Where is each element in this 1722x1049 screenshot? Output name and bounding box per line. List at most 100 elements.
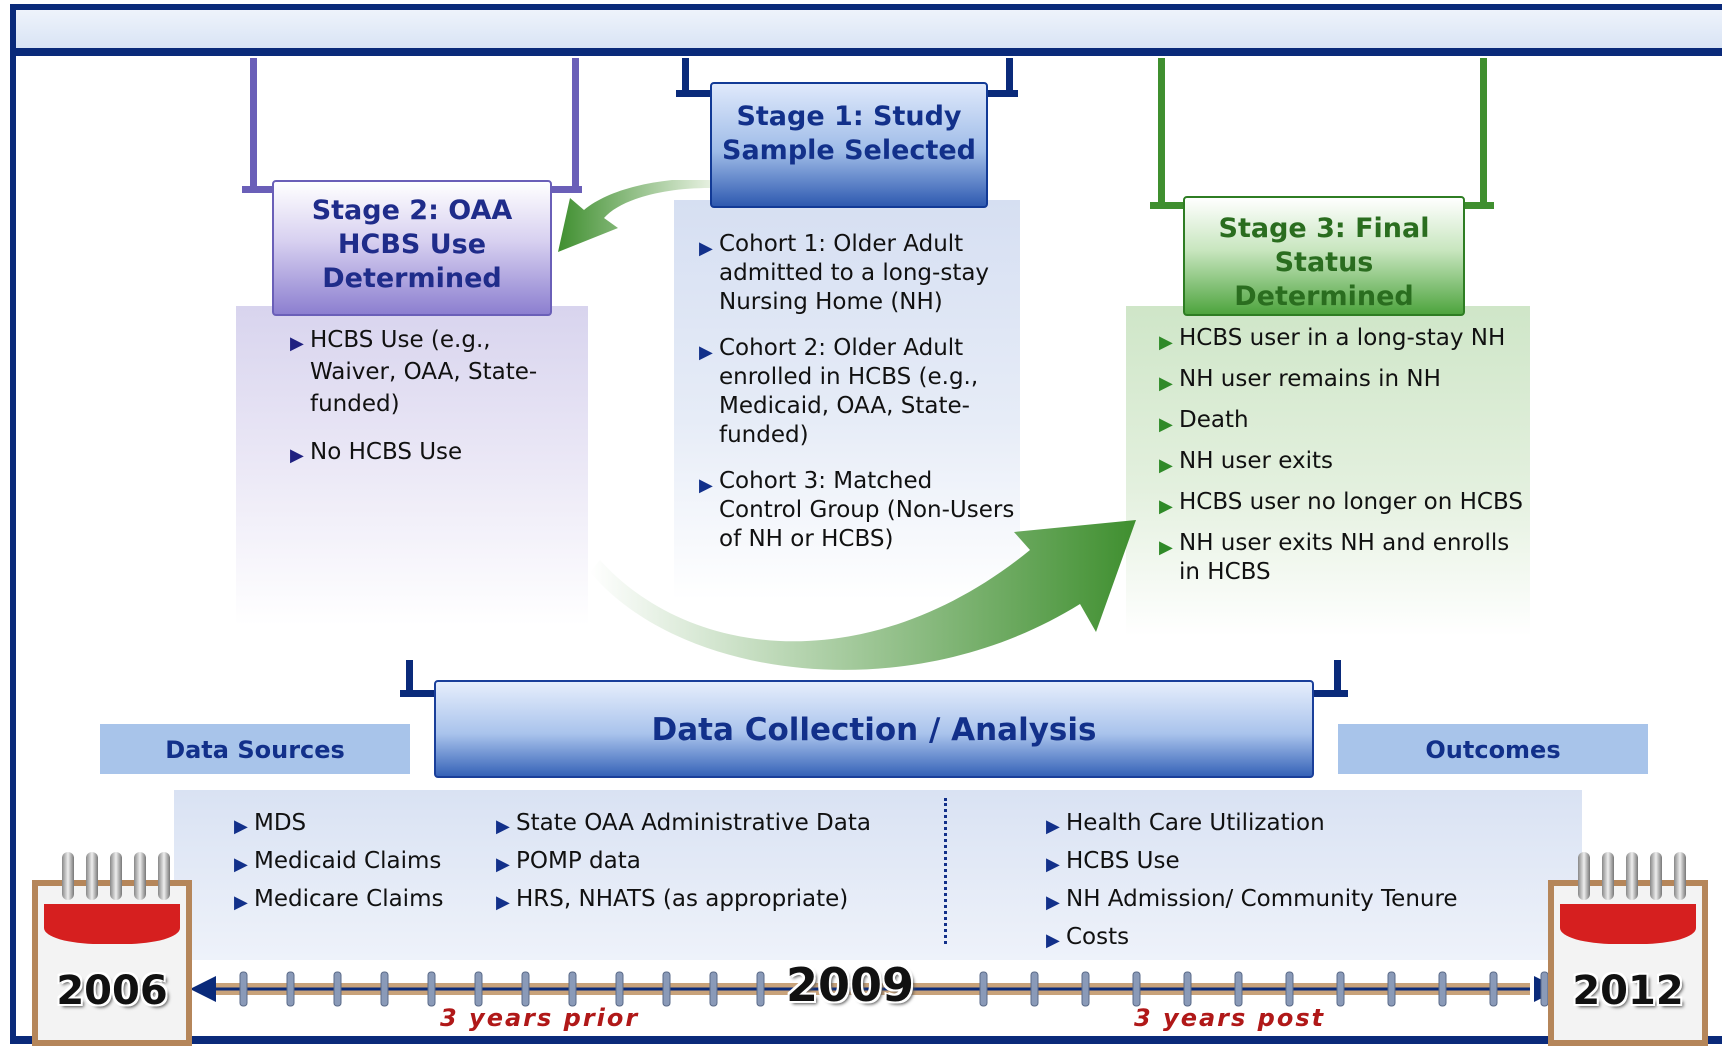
stage2-list: ▶HCBS Use (e.g., Waiver, OAA, State-fund…: [290, 324, 580, 484]
list-item: ▶Death: [1159, 406, 1529, 435]
timeline-tick: [1285, 971, 1294, 1007]
timeline-tick: [474, 971, 483, 1007]
triangle-bullet-icon: ▶: [1159, 455, 1173, 476]
timeline-tick: [521, 971, 530, 1007]
list-item: ▶Medicaid Claims: [234, 842, 443, 880]
stage1-hanger-left: [682, 58, 689, 92]
stage3-panel: [1126, 306, 1530, 636]
stage3-title-line1: Stage 3: Final: [1218, 213, 1430, 244]
arrow-stage1-to-stage2: [558, 180, 710, 252]
triangle-bullet-icon: ▶: [1159, 496, 1173, 517]
list-item: ▶MDS: [234, 804, 443, 842]
data-sources-list-2: ▶State OAA Administrative Data ▶POMP dat…: [496, 804, 871, 918]
column-divider: [944, 798, 947, 944]
outcomes-tab: Outcomes: [1338, 724, 1648, 774]
timeline-ticks: [239, 971, 1549, 1007]
list-item: ▶Costs: [1046, 918, 1458, 956]
stage2-title-line3: Determined: [322, 263, 502, 294]
stage2-title-line2: HCBS Use: [337, 229, 487, 260]
dc-hanger-left: [406, 660, 413, 694]
timeline-tick: [239, 971, 248, 1007]
arrow-to-stage3: [590, 520, 1136, 670]
data-panel: [174, 790, 1582, 960]
timeline-tick: [979, 971, 988, 1007]
triangle-bullet-icon: ▶: [496, 854, 510, 875]
triangle-bullet-icon: ▶: [1046, 816, 1060, 837]
triangle-bullet-icon: ▶: [496, 816, 510, 837]
list-item: ▶Cohort 2: Older Adult enrolled in HCBS …: [699, 335, 979, 448]
stage1-hanger-right: [1006, 58, 1013, 92]
triangle-bullet-icon: ▶: [1159, 373, 1173, 394]
dc-hanger-right: [1334, 660, 1341, 694]
triangle-bullet-icon: ▶: [699, 342, 713, 363]
timeline-tick: [286, 971, 295, 1007]
list-item: ▶POMP data: [496, 842, 871, 880]
triangle-bullet-icon: ▶: [1046, 854, 1060, 875]
year-2009: 2009: [786, 958, 915, 1012]
timeline-tick: [662, 971, 671, 1007]
calendar-start-icon: 2006: [32, 852, 192, 1046]
list-item: ▶State OAA Administrative Data: [496, 804, 871, 842]
stage3-hanger-left: [1158, 58, 1165, 204]
stage1-title-line1: Stage 1: Study: [736, 101, 962, 132]
year-2012: 2012: [1572, 968, 1684, 1014]
stage3-title-line2: Status Determined: [1234, 247, 1414, 312]
data-sources-tab: Data Sources: [100, 724, 410, 774]
timeline-tick: [1489, 971, 1498, 1007]
list-item: ▶NH user exits: [1159, 447, 1529, 476]
triangle-bullet-icon: ▶: [1159, 537, 1173, 558]
list-item: ▶HCBS Use (e.g., Waiver, OAA, State-fund…: [290, 327, 538, 417]
triangle-bullet-icon: ▶: [699, 238, 713, 259]
stage1-list: ▶Cohort 1: Older Adult admitted to a lon…: [699, 230, 1019, 571]
timeline-tick: [1387, 971, 1396, 1007]
timeline-tick: [1438, 971, 1447, 1007]
timeline-tick: [709, 971, 718, 1007]
top-bar: [16, 10, 1722, 56]
triangle-bullet-icon: ▶: [234, 816, 248, 837]
triangle-bullet-icon: ▶: [1159, 332, 1173, 353]
stage2-title-line1: Stage 2: OAA: [311, 195, 513, 226]
data-collection-title: Data Collection / Analysis: [651, 712, 1097, 748]
triangle-bullet-icon: ▶: [1159, 414, 1173, 435]
stage2-banner: Stage 2: OAA HCBS Use Determined: [272, 180, 552, 316]
calendar-end-icon: 2012: [1548, 852, 1708, 1046]
outer-frame: [10, 4, 1722, 1044]
stage3-banner: Stage 3: Final Status Determined: [1183, 196, 1465, 316]
timeline-tick: [333, 971, 342, 1007]
stage1-banner: Stage 1: Study Sample Selected: [710, 82, 988, 208]
timeline-tick: [1132, 971, 1141, 1007]
timeline-tick: [427, 971, 436, 1007]
stage2-hanger-left: [250, 58, 257, 190]
timeline-tick: [380, 971, 389, 1007]
data-sources-list-1: ▶MDS ▶Medicaid Claims ▶Medicare Claims: [234, 804, 443, 918]
timeline-tick: [1234, 971, 1243, 1007]
timeline-tick: [1183, 971, 1192, 1007]
list-item: ▶Health Care Utilization: [1046, 804, 1458, 842]
data-collection-banner: Data Collection / Analysis: [434, 680, 1314, 778]
triangle-bullet-icon: ▶: [1046, 892, 1060, 913]
list-item: ▶HCBS user in a long-stay NH: [1159, 324, 1529, 353]
post-label: 3 years post: [1134, 1004, 1326, 1032]
stage3-hanger-right: [1480, 58, 1487, 204]
list-item: ▶NH Admission/ Community Tenure: [1046, 880, 1458, 918]
timeline-tick: [1081, 971, 1090, 1007]
triangle-bullet-icon: ▶: [290, 445, 304, 466]
timeline-tick: [568, 971, 577, 1007]
triangle-bullet-icon: ▶: [1046, 930, 1060, 951]
list-item: ▶No HCBS Use: [290, 436, 580, 468]
flow-arrows: [558, 180, 1136, 670]
triangle-bullet-icon: ▶: [496, 892, 510, 913]
stage1-panel: [674, 200, 1020, 600]
outcomes-list: ▶Health Care Utilization ▶HCBS Use ▶NH A…: [1046, 804, 1458, 956]
list-item: ▶NH user exits NH and enrolls in HCBS: [1159, 530, 1510, 585]
list-item: ▶Cohort 1: Older Adult admitted to a lon…: [699, 231, 990, 315]
triangle-bullet-icon: ▶: [699, 475, 713, 496]
year-2006: 2006: [56, 968, 168, 1014]
list-item: ▶HCBS Use: [1046, 842, 1458, 880]
list-item: ▶HRS, NHATS (as appropriate): [496, 880, 871, 918]
prior-label: 3 years prior: [440, 1004, 640, 1032]
timeline-tick: [1540, 971, 1549, 1007]
list-item: ▶Cohort 3: Matched Control Group (Non-Us…: [699, 468, 1015, 552]
timeline-tick: [615, 971, 624, 1007]
triangle-bullet-icon: ▶: [290, 333, 304, 354]
